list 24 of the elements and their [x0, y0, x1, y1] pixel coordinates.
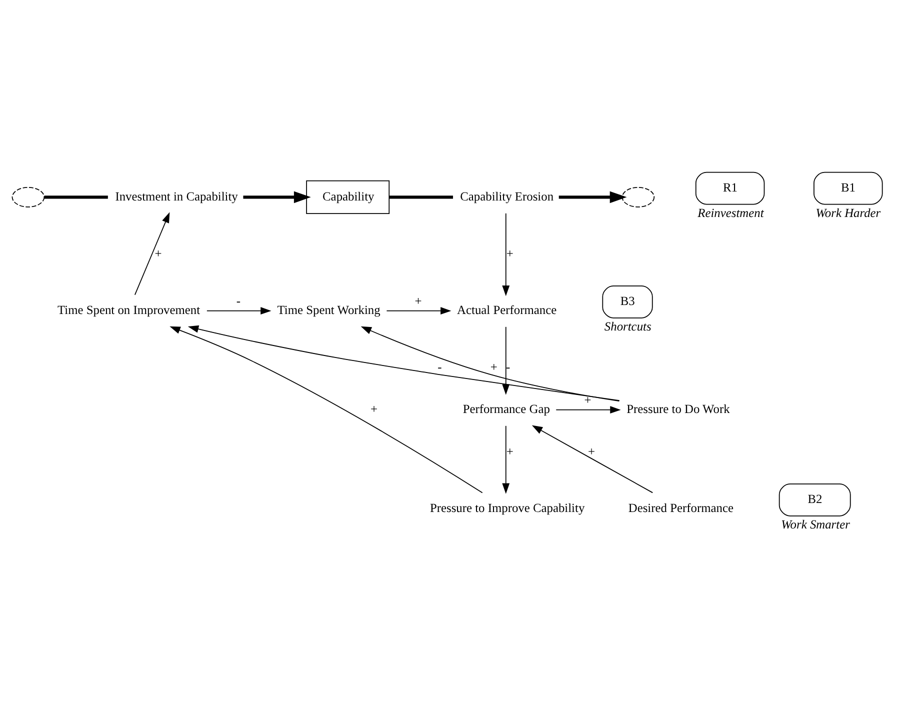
node-label: Work Smarter: [781, 517, 850, 532]
node-text: Pressure to Do Work: [626, 402, 730, 416]
edge-label: +: [506, 246, 514, 260]
edge-label: -: [438, 359, 442, 374]
edge-label: +: [414, 293, 422, 308]
edge-label: +: [370, 402, 378, 416]
edge-label: +: [154, 246, 162, 260]
edge-label: -: [236, 293, 240, 308]
edge-label: +: [490, 359, 498, 374]
node-label: Reinvestment: [698, 205, 764, 220]
node-label: Work Harder: [816, 205, 881, 220]
node-label: Shortcuts: [604, 319, 652, 334]
node-text: Actual Performance: [457, 302, 557, 317]
edge-label: -: [506, 359, 510, 374]
edge-label: +: [588, 444, 596, 458]
node-text: Desired Performance: [628, 500, 734, 515]
node-text: Time Spent Working: [277, 302, 380, 317]
node-text: Time Spent on Improvement: [58, 302, 200, 317]
node-text: Pressure to Improve Capability: [430, 500, 585, 515]
node-text: Capability Erosion: [460, 188, 554, 203]
node-text: Investment in Capability: [115, 188, 238, 203]
edge-label: +: [506, 444, 514, 458]
edge-label: +: [584, 392, 592, 406]
node-text: Performance Gap: [462, 402, 550, 416]
